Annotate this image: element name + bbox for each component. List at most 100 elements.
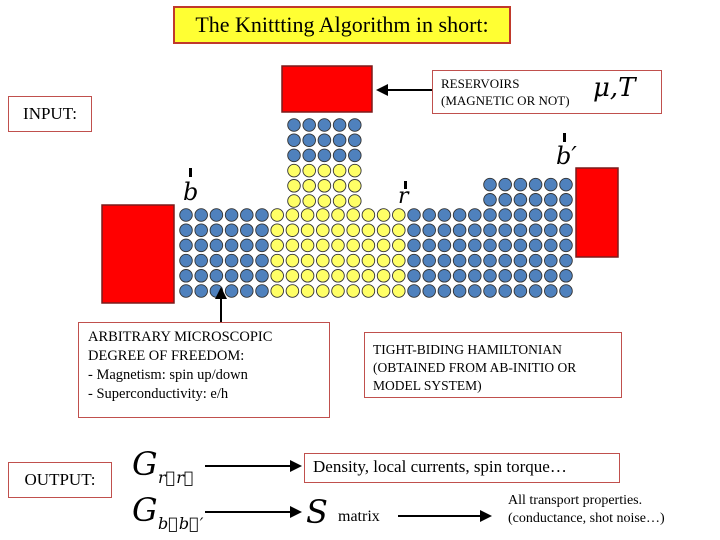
hamiltonian-line-2: (OBTAINED FROM AB-INITIO OR — [373, 360, 577, 375]
lattice-site — [332, 133, 347, 147]
lattice-site — [285, 238, 300, 253]
lattice-site — [224, 253, 239, 268]
tick-b — [189, 168, 192, 177]
lattice-site — [437, 223, 452, 237]
lattice-site — [483, 269, 497, 283]
lattice-site — [255, 269, 269, 283]
lattice-site — [255, 284, 269, 298]
dof-line-2: DEGREE OF FREEDOM: — [88, 348, 245, 364]
lattice-site — [255, 253, 269, 268]
lattice-site — [437, 238, 452, 253]
transport-text: All transport properties. (conductance, … — [508, 492, 665, 528]
lattice-site — [332, 179, 347, 193]
lattice-site — [179, 238, 193, 253]
tick-b-prime — [563, 133, 566, 142]
output-label: OUTPUT: — [8, 462, 112, 498]
reservoirs-symbol: μ,T — [593, 73, 636, 103]
lattice-site — [498, 253, 512, 268]
tick-r — [404, 181, 407, 189]
lattice-site — [331, 223, 345, 237]
lattice-site — [528, 223, 543, 237]
lattice-site — [528, 193, 543, 207]
lattice-site — [544, 223, 558, 237]
lattice-site — [316, 208, 330, 222]
lattice-site — [285, 253, 300, 268]
lattice-site — [332, 163, 347, 178]
lattice-site — [376, 223, 391, 237]
lattice-site — [498, 223, 512, 237]
lattice-site — [422, 238, 436, 253]
lattice-site — [348, 179, 362, 193]
lattice-site — [407, 223, 421, 237]
lattice-site — [209, 269, 224, 283]
lattice-site — [317, 163, 332, 178]
lattice-site — [528, 238, 543, 253]
lattice-site — [179, 284, 193, 298]
lattice-site — [528, 208, 543, 222]
lattice-site — [376, 269, 391, 283]
lattice-site — [270, 269, 284, 283]
lattice-site — [270, 253, 284, 268]
lattice-site — [452, 284, 467, 298]
lattice-site — [285, 269, 300, 283]
s-symbol: S — [306, 493, 328, 531]
lattice-site — [240, 269, 254, 283]
lattice-site — [332, 194, 347, 208]
lattice-site — [422, 223, 436, 237]
lattice-site — [287, 163, 301, 178]
lattice-site — [348, 118, 362, 132]
reservoir-top — [281, 65, 373, 113]
lattice-site — [468, 208, 482, 222]
lattice-site — [437, 208, 452, 222]
lattice-site — [483, 223, 497, 237]
lattice-site — [407, 269, 421, 283]
lattice-site — [270, 284, 284, 298]
g-bb-subscript: b⃗b⃗′ — [158, 514, 205, 533]
arrow-dof-head — [215, 287, 227, 299]
lattice-site — [194, 269, 208, 283]
lattice-site — [498, 238, 512, 253]
lattice-site — [331, 253, 345, 268]
matrix-text: matrix — [338, 508, 380, 525]
lattice-site — [346, 284, 360, 298]
lattice-site — [348, 148, 362, 163]
lattice-site — [270, 208, 284, 222]
lattice-site — [317, 179, 332, 193]
lattice-site — [483, 208, 497, 222]
lattice-site — [392, 253, 406, 268]
hamiltonian-line-1: TIGHT-BIDING HAMILTONIAN — [373, 342, 562, 357]
lattice-site — [255, 208, 269, 222]
lattice-site — [179, 208, 193, 222]
lattice-site — [376, 238, 391, 253]
lattice-site — [194, 253, 208, 268]
lattice-site — [407, 284, 421, 298]
lattice-site — [559, 223, 573, 237]
lattice-site — [302, 118, 316, 132]
lattice-site — [528, 284, 543, 298]
lattice-site — [209, 238, 224, 253]
lattice-site — [348, 163, 362, 178]
lattice-site — [468, 284, 482, 298]
lattice-site — [346, 238, 360, 253]
lattice-site — [194, 284, 208, 298]
lattice-site — [361, 253, 376, 268]
lattice-site — [285, 223, 300, 237]
lattice-site — [407, 208, 421, 222]
lattice-site — [498, 208, 512, 222]
lattice-site — [331, 284, 345, 298]
lattice-site — [513, 223, 528, 237]
lattice-site — [559, 269, 573, 283]
lattice-site — [317, 133, 332, 147]
lattice-site — [240, 208, 254, 222]
lattice-site — [498, 177, 512, 192]
lattice-site — [346, 269, 360, 283]
lattice-site — [544, 193, 558, 207]
lattice-site — [285, 284, 300, 298]
density-text: Density, local currents, spin torque… — [313, 457, 567, 476]
lattice-site — [300, 208, 315, 222]
lattice-site — [332, 118, 347, 132]
lattice-site — [559, 253, 573, 268]
hamiltonian-line-3: MODEL SYSTEM) — [373, 378, 482, 393]
lattice-site — [240, 238, 254, 253]
